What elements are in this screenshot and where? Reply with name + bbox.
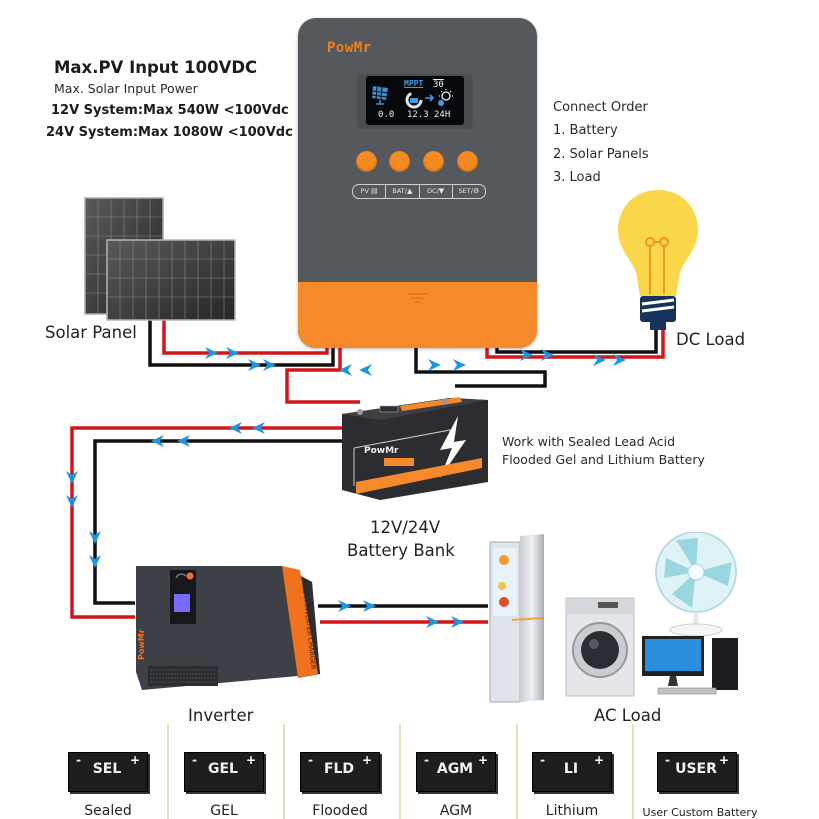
battery-type-code: AGM — [436, 761, 474, 777]
lcd-top-value: 30 — [433, 80, 444, 90]
list-icon: ▤ — [371, 187, 378, 195]
pv-button-label: PV ▤ — [353, 185, 387, 198]
battery-type-name: User Custom Battery — [642, 806, 758, 819]
solar-panels-image — [84, 197, 236, 321]
flow-arrow — [453, 359, 466, 371]
inverter-image: SOLAR INVERTER CHARGER PowMr — [136, 566, 320, 690]
controller-battery-negative-wire — [414, 345, 547, 388]
washing-machine-image — [565, 597, 635, 697]
electric-fan-image — [655, 532, 737, 637]
bat-up-button[interactable] — [389, 151, 410, 172]
battery-type-sealed: -+ SEL — [68, 748, 148, 792]
flow-arrow — [359, 364, 372, 376]
battery-type-code: LI — [563, 761, 579, 777]
light-bulb-image — [618, 190, 698, 330]
desktop-computer-image — [642, 636, 738, 695]
battery-type-name: AGM — [439, 803, 473, 819]
dc-down-button[interactable] — [423, 151, 444, 172]
battery-inverter-negative-wire — [93, 439, 345, 605]
connect-order-step: 1. Battery — [553, 123, 618, 138]
battery-type-code: GEL — [208, 761, 238, 777]
gear-icon: ⚙ — [472, 187, 480, 195]
down-triangle-icon: ▼ — [438, 187, 445, 195]
connect-order-step: 3. Load — [553, 170, 601, 185]
battery-type-user: -+ USER — [657, 748, 737, 792]
inverter-label: Inverter — [188, 706, 254, 725]
battery-type-separator — [399, 724, 401, 819]
ac-load-appliances — [489, 532, 738, 703]
vent-triangle-icon — [407, 293, 429, 303]
battery-compat-line-2: Flooded Gel and Lithium Battery — [502, 452, 705, 467]
controller-brand-logo: PowMr — [327, 40, 372, 56]
battery-charge-lcd-icon — [405, 91, 423, 109]
pv-button[interactable] — [356, 151, 377, 172]
lcd-display: MPPT 30 0.0 12.3 24H — [366, 76, 464, 125]
battery-type-agm: -+ AGM — [416, 748, 496, 792]
flow-arrow-lcd-icon — [425, 94, 435, 102]
battery-type-gel: -+ GEL — [184, 748, 264, 792]
dc-load-negative-wire — [495, 328, 658, 354]
battery-type-separator — [632, 724, 634, 819]
inverter-brand-text: PowMr — [137, 629, 146, 660]
battery-bank-image: PowMr — [342, 397, 488, 500]
battery-type-code: SEL — [92, 761, 122, 777]
battery-type-flooded: -+ FLD — [300, 748, 380, 792]
battery-type-code: USER — [675, 761, 717, 777]
lcd-mode: MPPT — [404, 79, 424, 88]
lcd-load-value: 24H — [434, 110, 451, 120]
load-bulb-lcd-icon — [438, 89, 453, 106]
controller-orange-cover — [298, 282, 537, 348]
battery-type-name: GEL — [210, 803, 238, 819]
battery-type-name: Flooded — [312, 803, 368, 819]
controller-battery-positive-wire — [285, 345, 360, 404]
mppt-charge-controller: PowMr MPPT 30 0.0 12.3 24H PV ▤ BAT/▲ DC… — [298, 18, 537, 348]
battery-type-separator — [516, 724, 518, 819]
battery-inverter-positive-wire — [70, 426, 345, 619]
solar-negative-wire — [148, 320, 335, 367]
battery-type-separator — [283, 724, 285, 819]
up-triangle-icon: ▲ — [406, 187, 413, 195]
solar-panel-lcd-icon — [372, 86, 389, 105]
lcd-battery-value: 12.3 — [407, 110, 429, 120]
spec-24v-system: 24V System:Max 1080W <100Vdc — [46, 125, 293, 140]
battery-brand-text: PowMr — [364, 446, 399, 456]
connect-order-title: Connect Order — [553, 100, 648, 115]
dc-load-positive-wire — [485, 328, 665, 359]
battery-bank-voltage-label: 12V/24V — [370, 518, 441, 537]
ac-load-label: AC Load — [594, 706, 662, 725]
dc-button-label: DC/▼ — [420, 185, 453, 198]
set-button[interactable] — [457, 151, 478, 172]
solar-positive-wire — [162, 315, 329, 355]
battery-bank-label: Battery Bank — [347, 541, 455, 560]
battery-compat-line-1: Work with Sealed Lead Acid — [502, 434, 676, 449]
battery-type-lithium: -+ LI — [532, 748, 612, 792]
bat-button-label: BAT/▲ — [386, 185, 420, 198]
battery-type-separator — [167, 724, 169, 819]
lcd-pv-value: 0.0 — [378, 110, 395, 120]
set-button-label: SET/⚙ — [458, 187, 480, 195]
refrigerator-image — [489, 534, 545, 703]
battery-type-name: Sealed — [84, 803, 132, 819]
solar-panel-label: Solar Panel — [45, 323, 137, 342]
max-pv-input-title: Max.PV Input 100VDC — [54, 58, 258, 77]
solar-panel-front — [106, 239, 236, 321]
battery-type-code: FLD — [323, 761, 355, 777]
dc-load-label: DC Load — [676, 330, 746, 349]
flow-arrow — [428, 359, 441, 371]
spec-12v-system: 12V System:Max 540W <100Vdc — [51, 103, 289, 118]
max-solar-input-label: Max. Solar Input Power — [54, 81, 198, 96]
connect-order-step: 2. Solar Panels — [553, 147, 649, 162]
battery-type-name: Lithium — [545, 803, 599, 819]
button-label-bar: PV ▤ BAT/▲ DC/▼ SET/⚙ — [352, 184, 486, 199]
